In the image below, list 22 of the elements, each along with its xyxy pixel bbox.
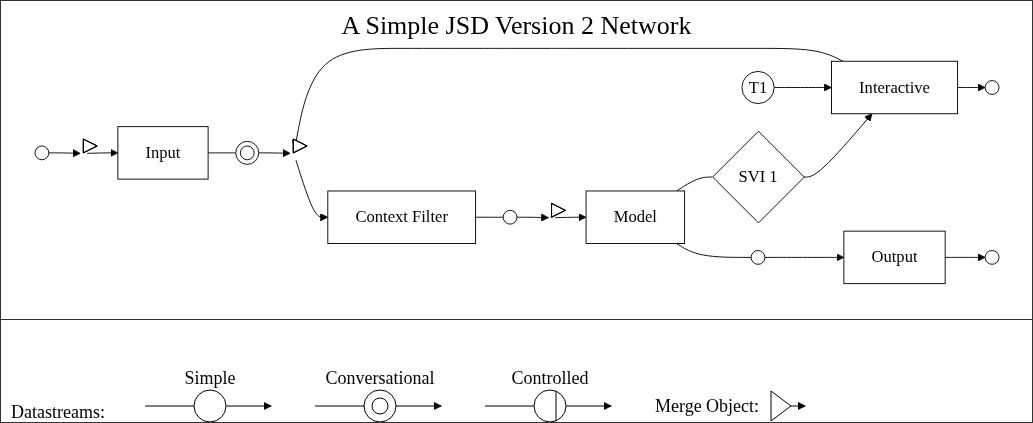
node-circle (34, 145, 49, 161)
node-circle: T1 (740, 70, 775, 105)
connector (207, 152, 236, 154)
node-box: Output (842, 230, 946, 285)
node-circle (750, 250, 765, 265)
node-box: Model (585, 190, 685, 244)
legend-heading: Datastreams: (11, 402, 105, 422)
legend-label: Controlled (511, 368, 589, 389)
legend-label: Simple (184, 368, 236, 389)
node-circle (502, 209, 517, 225)
node-circle (234, 140, 259, 165)
node-circle (984, 250, 999, 265)
connector (675, 243, 752, 258)
node-box: Context Filter (326, 190, 476, 244)
diagram-title: A Simple JSD Version 2 Network (341, 11, 692, 41)
node-diamond: SVI 1 (711, 130, 805, 224)
node-box: Input (116, 126, 209, 180)
connector (474, 216, 504, 218)
node-circle (984, 80, 999, 95)
legend-label: Merge Object: (654, 395, 760, 417)
legend-label: Conversational (325, 368, 435, 389)
node-box: Interactive (830, 60, 958, 115)
